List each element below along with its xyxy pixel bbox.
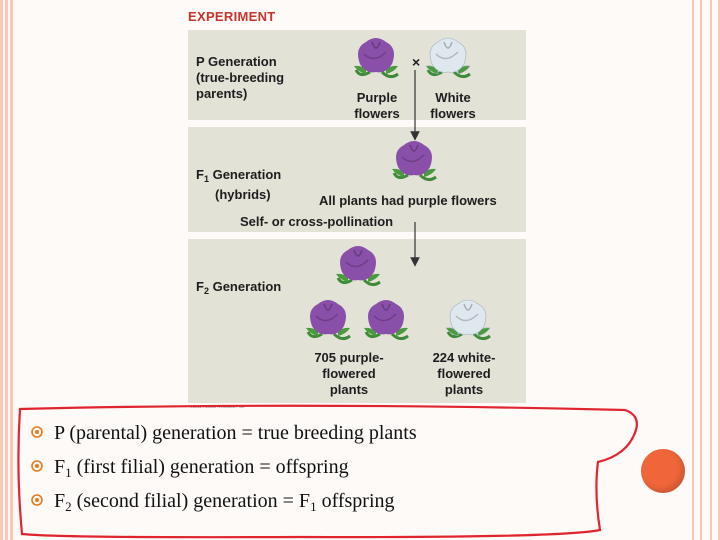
f1-generation-label: F1 Generation (hybrids) (196, 167, 282, 202)
right-decorative-border (686, 0, 720, 540)
experiment-title: EXPERIMENT (188, 9, 276, 24)
purple-flowers-label: Purple flowers (354, 90, 400, 121)
mendel-experiment-figure: EXPERIMENT P Generation (true-breeding p… (186, 0, 526, 415)
cross-symbol: × (412, 54, 421, 70)
orange-circle-icon (641, 449, 685, 493)
f1-result-label: All plants had purple flowers (319, 193, 497, 208)
bullet-icon (31, 426, 43, 438)
white-flowers-label: White flowers (430, 90, 476, 121)
bullet-icon (31, 494, 43, 506)
left-decorative-border (0, 0, 14, 540)
f1-generation-panel: F1 Generation (hybrids) All plants had p… (188, 127, 526, 232)
f2-purple-count-label: 705 purple- flowered plants (314, 350, 384, 397)
figure-graphics (304, 36, 492, 341)
f2-generation-label: F2 Generation (196, 279, 282, 296)
pollination-label: Self- or cross-pollination (240, 214, 394, 229)
p-generation-label: P Generation (true-breeding parents) (196, 54, 285, 101)
f2-white-count-label: 224 white- flowered plants (432, 350, 496, 397)
bullet-icon (31, 460, 43, 472)
